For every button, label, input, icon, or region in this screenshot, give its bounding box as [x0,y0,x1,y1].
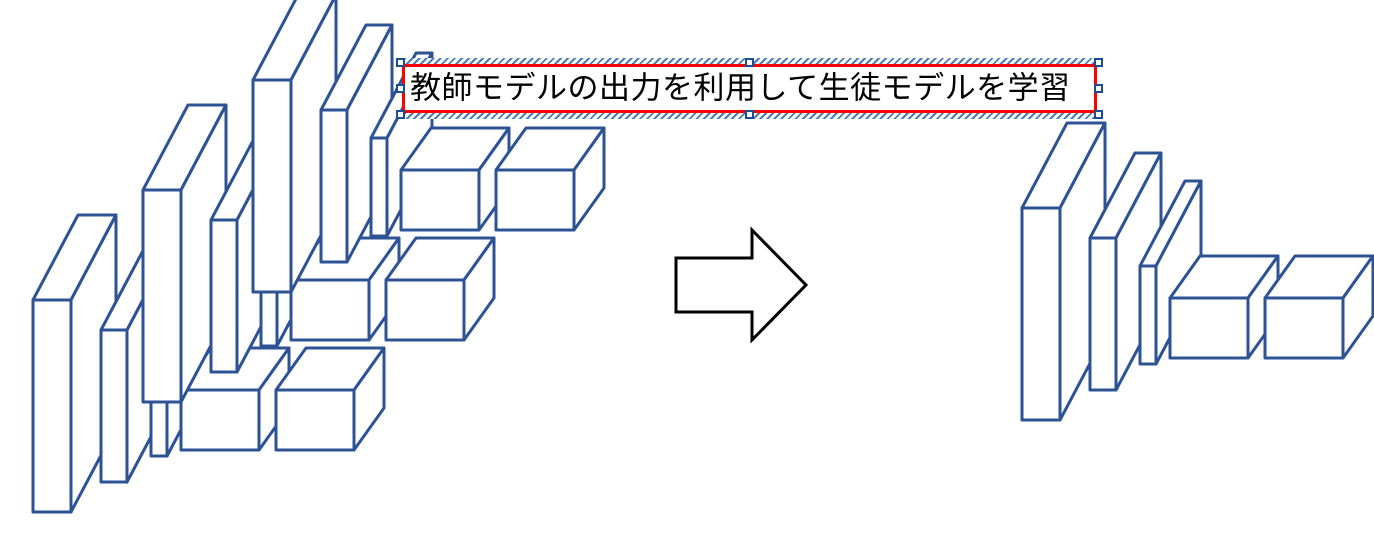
student-model-network [1020,121,1374,422]
text-box-border[interactable]: 教師モデルの出力を利用して生徒モデルを学習 [402,64,1097,113]
selected-text-box[interactable]: 教師モデルの出力を利用して生徒モデルを学習 [396,58,1103,119]
resize-handle-top-right[interactable] [1094,58,1103,67]
right-block-arrow-icon [674,226,809,344]
resize-handle-top-center[interactable] [745,58,754,67]
resize-handle-middle-left[interactable] [396,84,405,93]
text-box-content[interactable]: 教師モデルの出力を利用して生徒モデルを学習 [410,70,1071,106]
resize-handle-bottom-right[interactable] [1094,110,1103,119]
resize-handle-top-left[interactable] [396,58,405,67]
resize-handle-middle-right[interactable] [1094,84,1103,93]
resize-handle-bottom-center[interactable] [745,110,754,119]
resize-handle-bottom-left[interactable] [396,110,405,119]
